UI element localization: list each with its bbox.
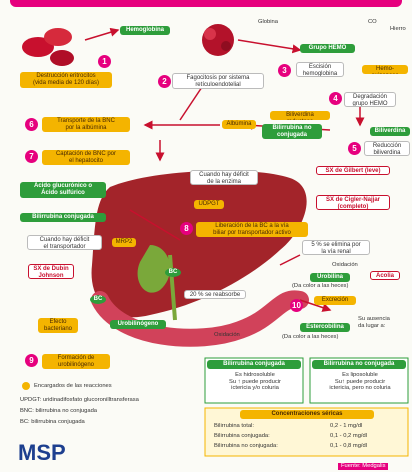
udpgt-label: UDPGT [194, 200, 224, 209]
step-number: 4 [329, 92, 342, 105]
urobilinogeno-label: Urobilinógeno [110, 320, 166, 329]
bnc-box-text: Es liposoluble Su↑ puede producir icteri… [318, 372, 402, 392]
oxidacion-lower: Oxidación [214, 332, 240, 339]
deficit-transp-label: Cuando hay déficit el transportador [27, 235, 102, 250]
bc-box-title: Bilirrubina conjugada [207, 360, 301, 369]
captacion-label: Captación de BNC por el hepatocito [42, 150, 130, 165]
globina-label: Globina [258, 19, 278, 26]
conc-row-name: Bilirrubina no conjugada: [214, 443, 278, 450]
step-number: 3 [278, 64, 291, 77]
crigler-label: SX de Cigler-Najjar (completo) [316, 195, 390, 210]
efecto-label: Efecto bacteriano [38, 318, 78, 333]
oxidacion-upper: Oxidación [332, 262, 358, 269]
red-blood-cell [44, 28, 72, 46]
conc-row-name: Bilirrubina total: [214, 423, 254, 430]
legend-enzymes: Encargados de las reacciones [34, 383, 112, 390]
hemoglobin-molecule [202, 24, 234, 56]
concentrations-title: Concentraciones séricas [240, 410, 374, 419]
biliverdina-reductasa-label: Biliverdina reductasa [270, 111, 330, 120]
albumina-label: Albúmina [222, 120, 256, 129]
legend-bnc: BNC: bilirrubina no conjugada [20, 408, 97, 415]
conc-row-value: 0,1 - 0,8 mg/dl [330, 443, 367, 450]
step-number: 10 [290, 299, 303, 312]
biliverdina-label: Biliverdina [370, 127, 410, 136]
bc-node-lower: BC [90, 295, 106, 304]
escision-label: Escisión hemoglobina [296, 62, 344, 77]
dubin-label: SX de Dubin Johnson [28, 264, 74, 279]
bc-box-text: Es hidrosoluble Su ↑ puede producir icte… [216, 372, 294, 392]
reduccion-label: Reducción biliverdina [364, 141, 410, 156]
excrecion-label: Excreción [314, 296, 356, 305]
transporte-label: Transporte de la BNC por la albúmina [42, 117, 130, 132]
step-number: 1 [98, 55, 111, 68]
ausencia-note: Su ausencia da lugar a: [358, 316, 390, 329]
bc-conjugada-label: Bilirrubina conjugada [20, 213, 106, 222]
msp-logo: MSP [18, 440, 66, 466]
conc-row-value: 0,2 - 1 mg/dl [330, 423, 362, 430]
hierro-label: Hierro [390, 26, 406, 33]
conc-row-name: Bilirrubina conjugada: [214, 433, 270, 440]
step-number: 6 [25, 118, 38, 131]
hemoglobina-label: Hemoglobina [120, 26, 170, 35]
reabsorbe-label: 20 % se reabsorbe [184, 290, 246, 299]
bnc-label: Bilirrubina no conjugada [262, 124, 322, 139]
formacion-label: Formación de urobilinógeno [42, 354, 110, 369]
step-number: 9 [25, 354, 38, 367]
liberacion-label: Liberación de la BC a la vía biliar por … [196, 222, 308, 237]
step-number: 8 [180, 222, 193, 235]
urobilina-label: Urobilina [310, 273, 350, 282]
acolia-label: Acolia [370, 271, 400, 280]
source-note: Fuente: Medgalis [338, 463, 388, 470]
step-number: 5 [348, 142, 361, 155]
gilbert-label: SX de Gilbert (leve) [316, 166, 390, 175]
legend-bc: BC: bilirrubina conjugada [20, 419, 85, 426]
co-label: CO [368, 19, 377, 26]
acido-label: Ácido glucurónico o Ácido sulfúrico [20, 182, 106, 198]
urobilina-color-note: (Da color a las heces) [292, 283, 348, 290]
bc-node-upper: BC [165, 268, 181, 277]
destruccion-label: Destrucción eritrocitos (vida media de 1… [20, 72, 112, 88]
degradacion-label: Degradación grupo HEMO [344, 92, 396, 107]
legend-enzyme-swatch [22, 382, 30, 390]
mrp2-label: MRP2 [112, 238, 136, 247]
step-number: 2 [158, 75, 171, 88]
fagocitosis-label: Fagocitosis por sistema retículoendoteli… [172, 73, 264, 89]
step-number: 7 [25, 150, 38, 163]
grupo-hemo-label: Grupo HEMO [300, 44, 355, 53]
bnc-box-title: Bilirrubina no conjugada [312, 360, 406, 369]
via-renal-label: 5 % se elimina por la vía renal [302, 240, 370, 255]
red-blood-cell [50, 50, 74, 66]
hemo-oxigenasa-label: Hemo-oxigenasa [362, 65, 408, 74]
deficit-enzima-label: Cuando hay déficit de la enzima [190, 170, 258, 185]
conc-row-value: 0,1 - 0,2 mg/dl [330, 433, 367, 440]
legend-udpgt: UPDGT: uridinadifosfato glucoronilltrans… [20, 397, 139, 404]
estercobilina-color-note: (Da color a las heces) [282, 334, 338, 341]
estercobilina-label: Estercobilina [300, 323, 350, 332]
